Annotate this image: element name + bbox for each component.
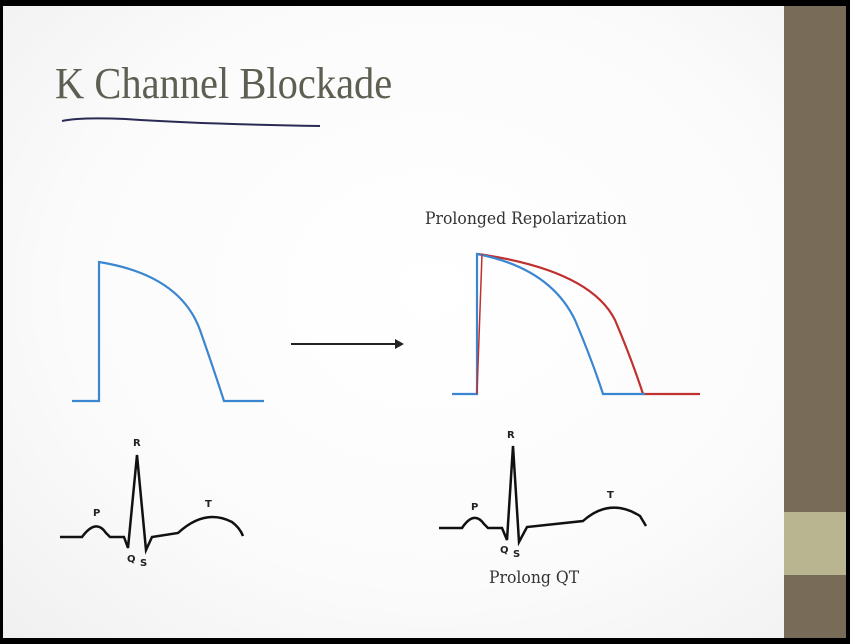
- ecg-prolonged: P R T Q S: [439, 430, 648, 560]
- sidebar-accent: [784, 512, 846, 575]
- ecg-q-label: Q: [127, 554, 136, 565]
- prolonged-upstroke: [476, 253, 483, 395]
- title-underline: [61, 117, 321, 127]
- ecg-q-label: Q: [500, 545, 509, 556]
- slide: [3, 6, 784, 638]
- action-potential-baseline: [452, 252, 645, 396]
- ecg-t-label: T: [607, 490, 614, 501]
- ecg-trace-normal: [60, 454, 245, 555]
- prolonged-repolarization-label: Prolonged Repolarization: [425, 209, 627, 229]
- ecg-s-label: S: [513, 549, 520, 560]
- ecg-p-label: P: [93, 508, 100, 519]
- prolong-qt-label: Prolong QT: [489, 568, 580, 588]
- arrow-head: [395, 339, 404, 349]
- ecg-s-label: S: [140, 558, 147, 569]
- ecg-normal: P R T Q S: [60, 438, 245, 569]
- action-potential-normal: [72, 260, 264, 403]
- ecg-t-label: T: [205, 499, 212, 510]
- action-potential-prolonged: [477, 252, 700, 396]
- slide-theme-sidebar: [784, 6, 846, 638]
- ecg-r-label: R: [507, 430, 515, 441]
- ecg-r-label: R: [133, 438, 141, 449]
- ecg-trace-prolonged: [439, 445, 648, 547]
- slide-title: K Channel Blockade: [55, 59, 393, 108]
- ecg-p-label: P: [471, 502, 478, 513]
